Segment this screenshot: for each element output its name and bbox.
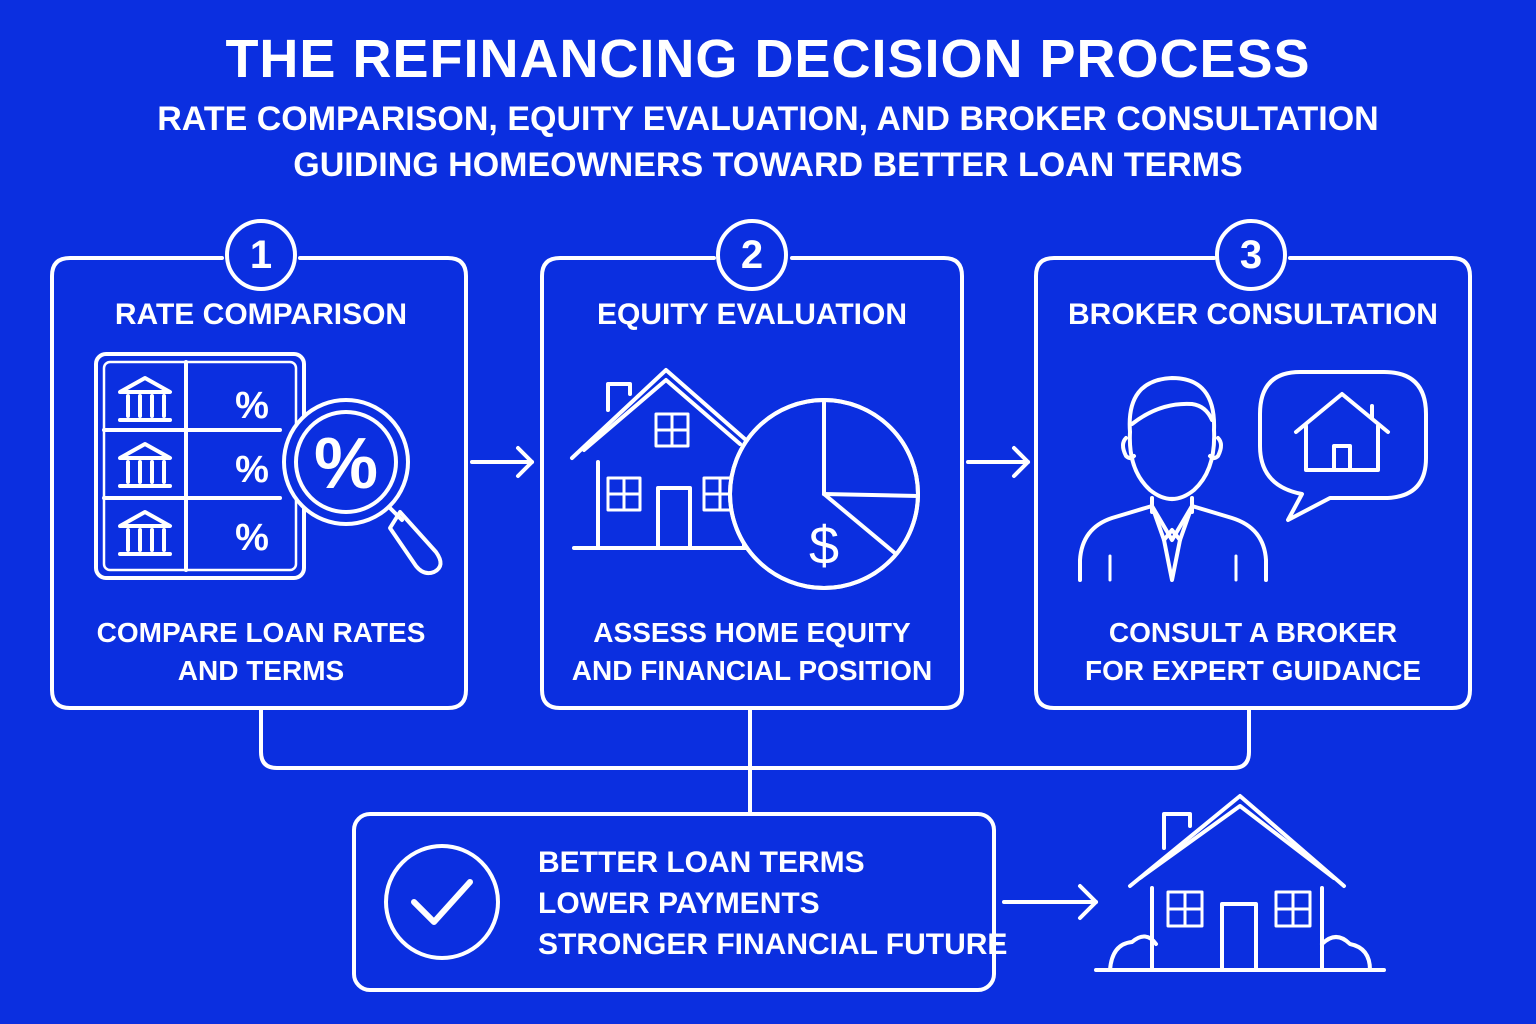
step-2-description: ASSESS HOME EQUITY AND FINANCIAL POSITIO…: [552, 614, 952, 690]
step-1-title: RATE COMPARISON: [114, 298, 408, 331]
dollar-glyph: $: [809, 516, 839, 576]
house-pie-chart-icon: [570, 368, 920, 590]
step-3-number-circle: [1215, 219, 1287, 291]
step-2-number-circle: [716, 219, 788, 291]
page-subtitle-line-1: RATE COMPARISON, EQUITY EVALUATION, AND …: [157, 100, 1379, 138]
step-2-number: 2: [740, 233, 764, 277]
outcome-line-3: STRONGER FINANCIAL FUTURE: [538, 928, 1008, 961]
person-icon: [1078, 376, 1268, 582]
broker-speech-bubble-icon: [1078, 370, 1428, 582]
outcome-box: [352, 812, 996, 992]
bank-icon: [118, 510, 172, 556]
step-1-number: 1: [249, 233, 273, 277]
bank-icon: [118, 442, 172, 488]
connector-lines: [259, 706, 1251, 814]
step-1-description-line-2: AND TERMS: [177, 655, 345, 686]
step-3-description-line-2: FOR EXPERT GUIDANCE: [1084, 655, 1422, 686]
percent-glyph: %: [235, 517, 269, 559]
step-3-number: 3: [1239, 233, 1263, 277]
step-1-number-circle: [225, 219, 297, 291]
step-3-description-line-1: CONSULT A BROKER: [1108, 617, 1398, 648]
arrow-icon-outcome-to-house: [1002, 884, 1098, 920]
step-1-description: COMPARE LOAN RATES AND TERMS: [61, 614, 461, 690]
bank-icon: [118, 376, 172, 422]
house-icon: [1094, 794, 1386, 972]
pie-chart-icon: [728, 398, 920, 590]
step-2-description-line-2: AND FINANCIAL POSITION: [571, 655, 933, 686]
step-2-description-line-1: ASSESS HOME EQUITY: [593, 617, 911, 648]
step-3-title: BROKER CONSULTATION: [1068, 298, 1438, 331]
percent-glyph-magnified: %: [314, 424, 378, 504]
step-2-title: EQUITY EVALUATION: [596, 298, 908, 331]
percent-glyph: %: [235, 385, 269, 427]
magnifier-icon: [282, 398, 443, 576]
arrow-icon-step-2-to-3: [966, 446, 1030, 478]
step-3-card: [1034, 256, 1472, 710]
percent-glyph: %: [235, 449, 269, 491]
checkmark-icon: [384, 844, 500, 960]
page-subtitle-line-2: GUIDING HOMEOWNERS TOWARD BETTER LOAN TE…: [293, 146, 1243, 184]
arrow-icon-step-1-to-2: [470, 446, 534, 478]
step-1-description-line-1: COMPARE LOAN RATES: [96, 617, 426, 648]
step-3-description: CONSULT A BROKER FOR EXPERT GUIDANCE: [1053, 614, 1453, 690]
speech-bubble-icon: [1258, 370, 1428, 522]
page-title: THE REFINANCING DECISION PROCESS: [225, 29, 1311, 89]
rate-table-magnifier-icon: [94, 352, 443, 580]
outcome-line-1: BETTER LOAN TERMS: [538, 846, 865, 879]
outcome-line-2: LOWER PAYMENTS: [538, 887, 820, 920]
